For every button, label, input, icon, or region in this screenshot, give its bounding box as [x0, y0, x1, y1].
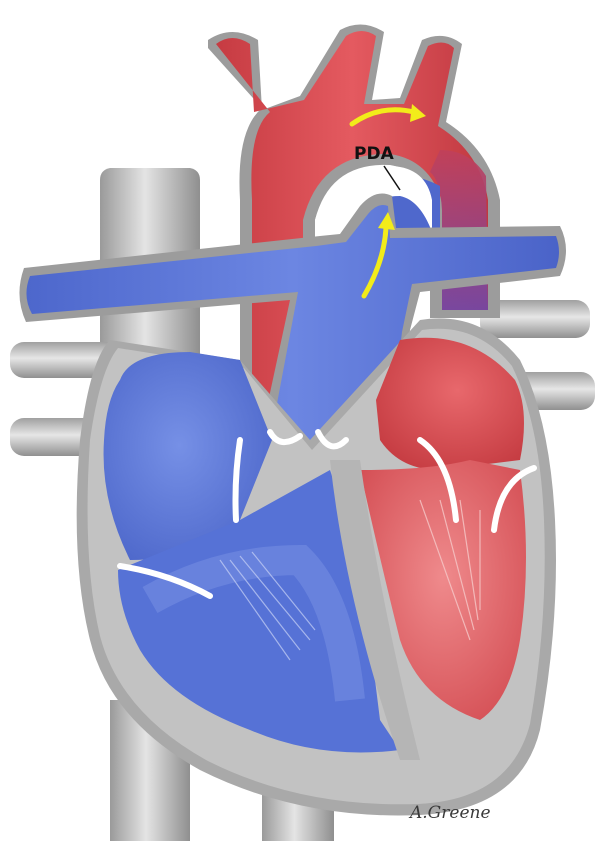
artist-signature: A.Greene	[408, 803, 491, 823]
pda-label: PDA	[354, 144, 395, 164]
